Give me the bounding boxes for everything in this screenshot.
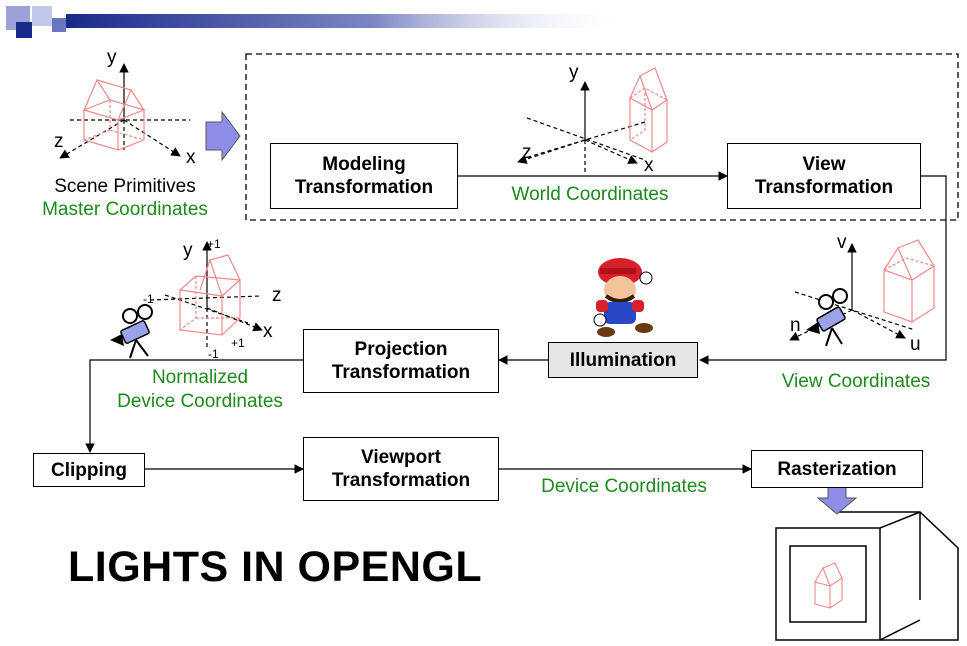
header-decoration — [6, 6, 626, 38]
modeling-transformation-box: Modeling Transformation — [270, 143, 458, 209]
ndc-plus-one-right: +1 — [231, 336, 245, 350]
scene-primitives-label: Scene Primitives — [54, 176, 196, 197]
blue-arrow-right — [205, 110, 241, 162]
view-coordinates-label: View Coordinates — [781, 371, 931, 392]
ndc-house — [179, 254, 241, 336]
projection-transformation-box: Projection Transformation — [303, 329, 499, 393]
ndc-axis-z: z — [272, 285, 282, 306]
blue-arrow-down — [816, 485, 858, 515]
monitor-house — [814, 562, 843, 609]
normalized-device-coordinates-label: Device Coordinates — [117, 391, 283, 412]
rasterization-box: Rasterization — [751, 450, 923, 488]
ndc-axis-x: x — [263, 321, 273, 342]
view-axis-v: v — [837, 232, 847, 253]
normalized-label: Normalized — [151, 367, 249, 388]
world-axis-z: z — [522, 142, 532, 163]
monitor-icon — [775, 511, 959, 641]
view-camera-icon — [806, 288, 848, 347]
view-axis-n: n — [790, 315, 801, 336]
mario-character — [593, 258, 653, 337]
ndc-minus-one-bottom: -1 — [208, 347, 219, 361]
master-axes — [59, 63, 190, 159]
ndc-minus-one-left: -1 — [143, 292, 154, 306]
view-axes — [789, 243, 916, 341]
ndc-axes — [149, 241, 263, 348]
world-axis-y: y — [569, 62, 579, 83]
master-coordinates-label: Master Coordinates — [42, 199, 208, 220]
viewport-transformation-box: Viewport Transformation — [303, 437, 499, 501]
view-transformation-box: View Transformation — [727, 143, 921, 209]
ndc-camera-icon — [110, 304, 153, 359]
page-title: LIGHTS IN OPENGL — [68, 543, 483, 591]
view-house — [883, 239, 935, 323]
flow-connectors — [85, 171, 947, 474]
clipping-box: Clipping — [33, 453, 145, 487]
ndc-axis-y: y — [183, 240, 193, 261]
master-axis-z: z — [54, 131, 64, 152]
master-axis-x: x — [186, 147, 196, 168]
master-house — [82, 78, 146, 151]
world-house — [629, 67, 668, 154]
master-axis-y: y — [107, 47, 117, 68]
world-axes — [517, 81, 646, 175]
world-coordinates-label: World Coordinates — [511, 184, 669, 205]
illumination-box: Illumination — [548, 342, 698, 378]
world-axis-x: x — [644, 155, 654, 176]
device-coordinates-label: Device Coordinates — [541, 476, 707, 497]
world-dashed-region — [245, 53, 959, 221]
view-axis-u: u — [910, 334, 921, 355]
ndc-plus-one-top: +1 — [207, 237, 221, 251]
